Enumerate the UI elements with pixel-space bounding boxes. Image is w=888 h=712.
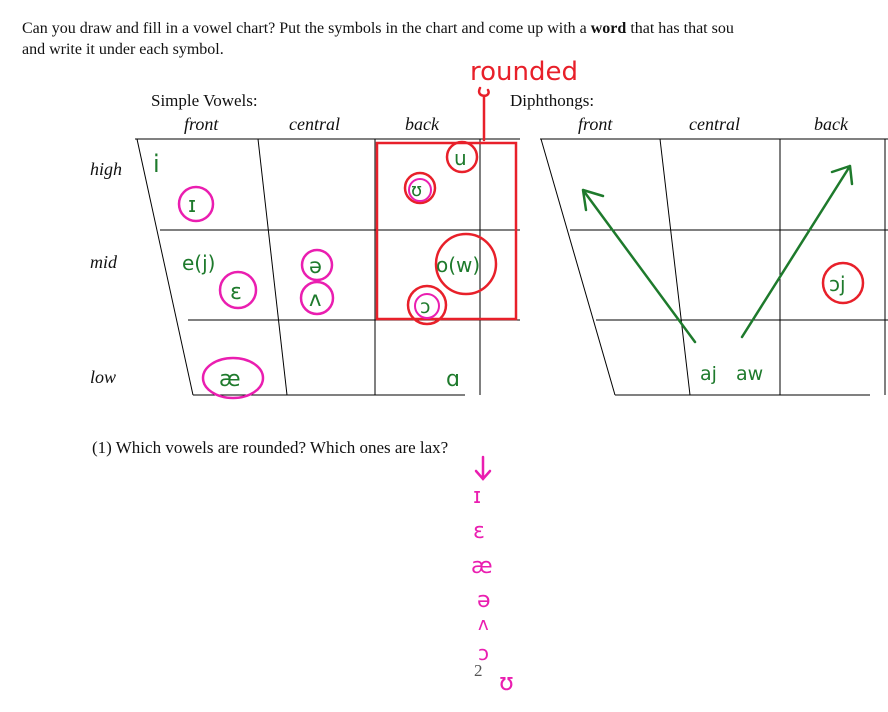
symbol-ash: æ	[219, 367, 241, 392]
rounded-annotation: rounded	[375, 57, 578, 321]
answer-item: ɛ	[473, 519, 485, 544]
row-label-high: high	[90, 159, 122, 179]
diph-col-back: back	[814, 114, 849, 134]
diphthong-aj: aj	[700, 363, 717, 385]
rounded-label: rounded	[470, 57, 578, 87]
symbol-epsilon: ɛ	[230, 280, 242, 305]
diphthong-chart	[540, 138, 888, 396]
answer-item: ʌ	[478, 614, 489, 635]
answer-item: ɔ	[478, 641, 489, 665]
symbol-e: e(j)	[182, 251, 215, 275]
diphthong-symbols: aj aw ɔj	[581, 164, 865, 385]
diphthong-aw: aw	[736, 363, 763, 385]
answer-item: ɪ	[473, 484, 481, 509]
symbol-open-o: ɔ	[420, 296, 430, 318]
page-number: 2	[474, 661, 483, 680]
symbol-small-capital-i: ɪ	[188, 193, 196, 218]
simple-col-back: back	[405, 114, 440, 134]
diphthong-oj: ɔj	[829, 272, 846, 296]
row-label-low: low	[90, 367, 116, 387]
instructions-line1-start: Can you draw and fill in a vowel chart? …	[22, 20, 591, 37]
simple-col-central: central	[289, 114, 340, 134]
instructions-bold-word: word	[590, 20, 627, 37]
answer-item: ə	[477, 588, 491, 613]
answer-item: æ	[471, 554, 493, 579]
symbol-i: i	[153, 150, 160, 178]
diphthongs-title: Diphthongs:	[510, 91, 594, 110]
diph-col-central: central	[689, 114, 740, 134]
instructions-line1-end: that has that sou	[626, 20, 734, 37]
simple-vowel-chart	[135, 138, 520, 396]
symbol-o: o(w)	[436, 253, 480, 277]
answer-list: ɪ ɛ æ ə ʌ ɔ ʊ	[471, 455, 514, 696]
symbol-upsilon: ʊ	[411, 180, 422, 201]
symbol-schwa: ə	[309, 254, 322, 278]
instructions: Can you draw and fill in a vowel chart? …	[22, 18, 734, 60]
symbol-script-a: ɑ	[446, 367, 460, 392]
diph-col-front: front	[578, 114, 613, 134]
rounded-box	[375, 141, 518, 321]
simple-col-front: front	[184, 114, 219, 134]
simple-vowels-title: Simple Vowels:	[151, 91, 258, 110]
answer-item: ʊ	[499, 668, 514, 696]
symbol-u: u	[454, 146, 467, 170]
symbol-wedge: ʌ	[309, 287, 321, 311]
instructions-line2: and write it under each symbol.	[22, 41, 224, 58]
row-label-mid: mid	[90, 252, 118, 272]
simple-vowel-symbols: i ɪ u ʊ e(j) ɛ ə ʌ o(w) ɔ æ ɑ	[153, 140, 498, 400]
question-text: (1) Which vowels are rounded? Which ones…	[92, 438, 448, 457]
